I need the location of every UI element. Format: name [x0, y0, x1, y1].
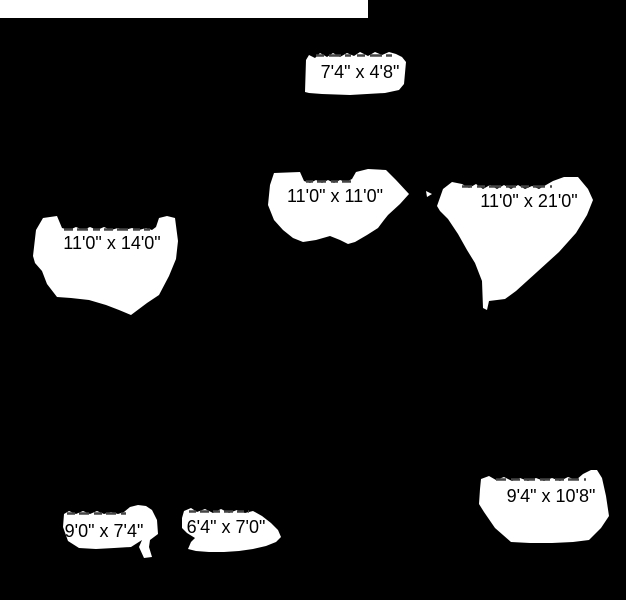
room-dimensions-label: 9'0" x 7'4" [65, 521, 144, 541]
room-dimensions-label: 6'4" x 7'0" [187, 517, 266, 537]
room-label-bottom-left: 9'0" x 7'4" [63, 505, 158, 558]
room-label-blob [437, 177, 593, 310]
stray-mark [426, 191, 432, 197]
room-dimensions-label: 7'4" x 4'8" [321, 62, 400, 82]
room-label-center: 11'0" x 11'0" [268, 169, 432, 244]
room-label-blob [182, 508, 281, 552]
room-label-top-center: 7'4" x 4'8" [305, 52, 406, 95]
room-label-blob [33, 216, 178, 315]
room-dimensions-label: 9'4" x 10'8" [507, 486, 596, 506]
room-label-bottom-right: 9'4" x 10'8" [479, 470, 609, 543]
room-dimensions-label: 11'0" x 21'0" [480, 191, 577, 211]
room-dimensions-label: 11'0" x 11'0" [287, 186, 383, 206]
room-label-blob [305, 52, 406, 95]
room-label-right: 11'0" x 21'0" [437, 177, 593, 310]
room-label-blob [479, 470, 609, 543]
room-label-bottom-center: 6'4" x 7'0" [182, 508, 281, 552]
room-label-left: 11'0" x 14'0" [33, 216, 178, 315]
room-label-blob [268, 169, 409, 244]
room-dimensions-label: 11'0" x 14'0" [63, 233, 160, 253]
top-edge-strip [0, 0, 368, 18]
room-label-blob [63, 505, 158, 558]
